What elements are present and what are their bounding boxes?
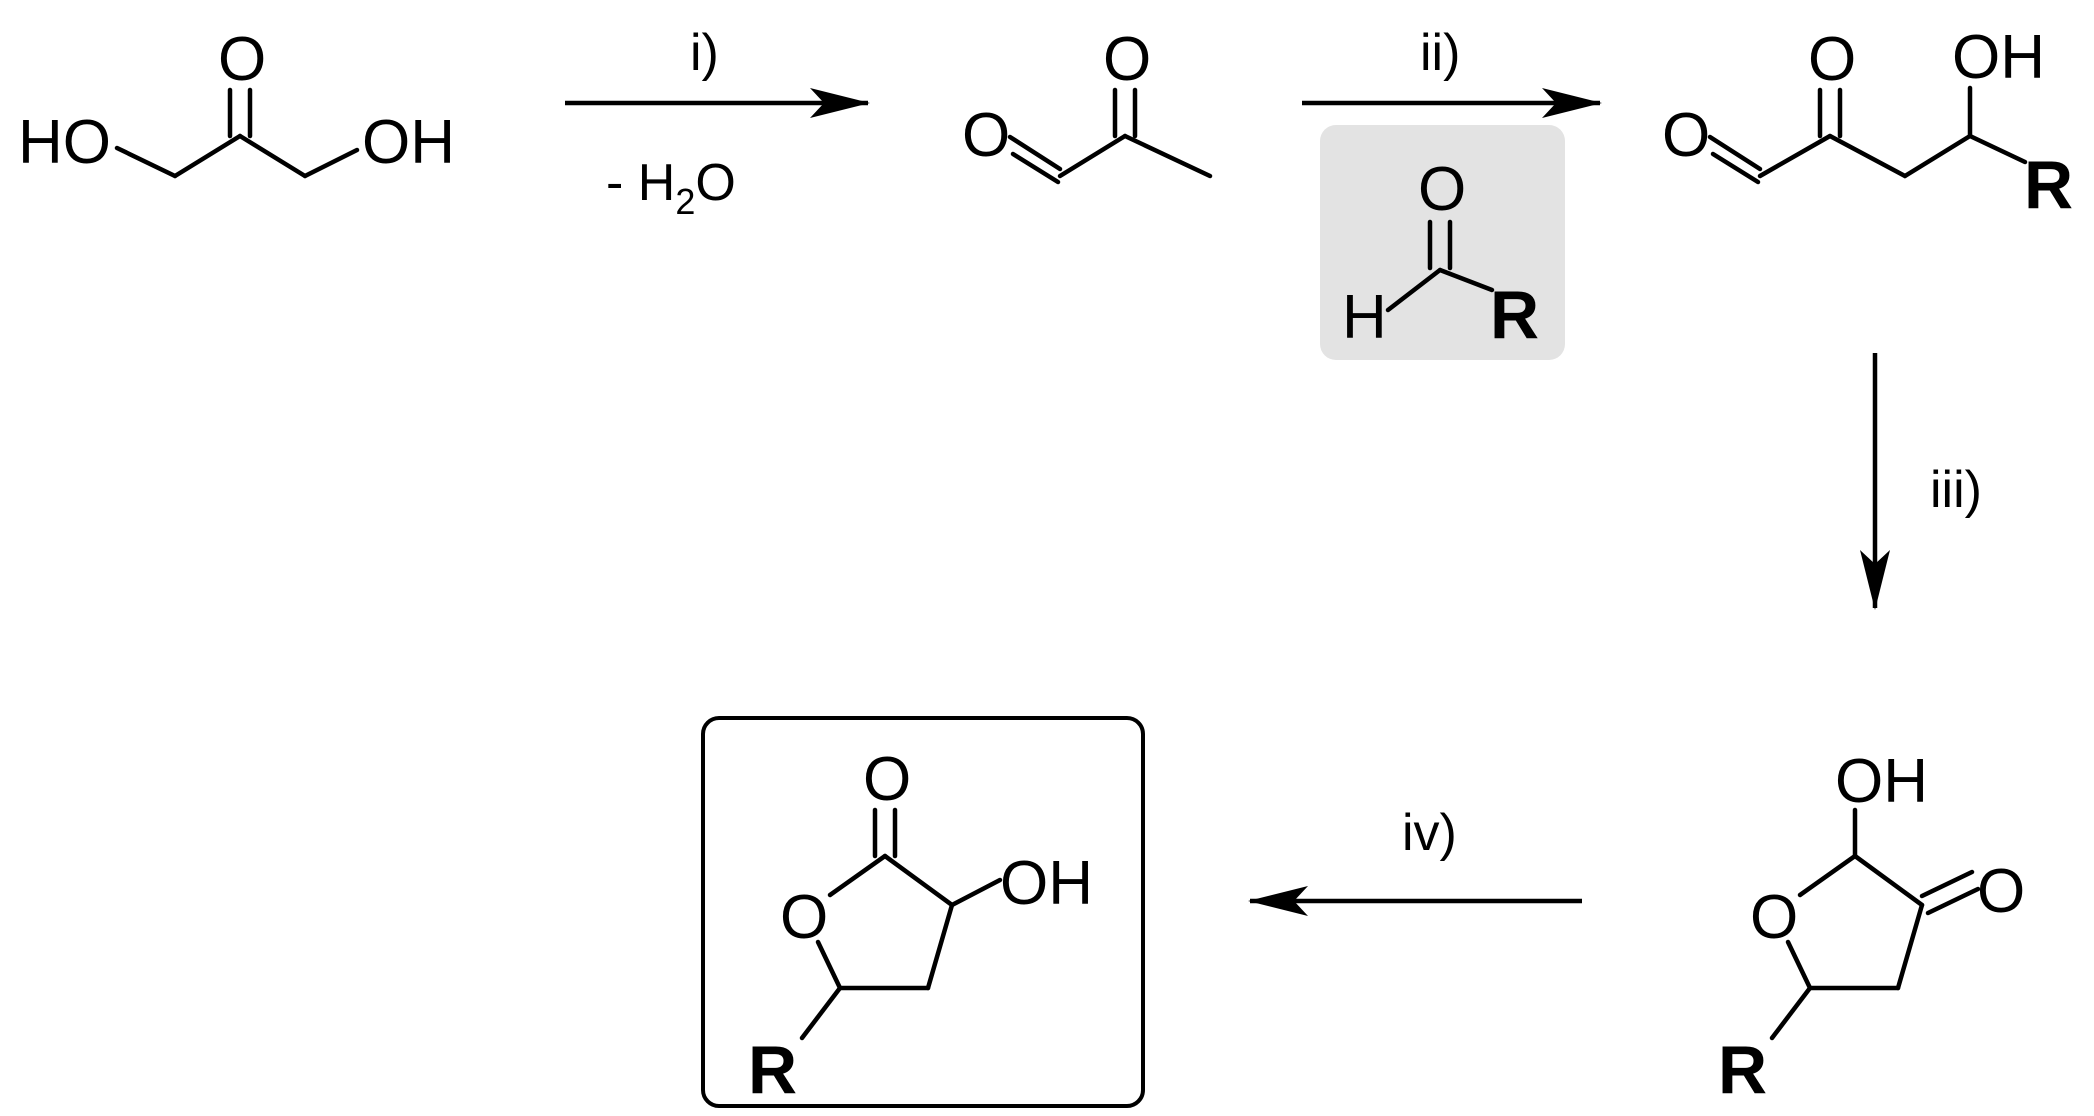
compound-dihydroxyacetone: HO O OH [18, 25, 455, 179]
bond [1827, 133, 1908, 179]
atom-o-ring: O [1750, 883, 1798, 952]
water-loss-suffix: O [695, 154, 735, 212]
bond [949, 877, 1003, 908]
r-group: R [2024, 147, 2073, 223]
bond-double [1007, 134, 1063, 172]
water-loss-prefix: - H [606, 154, 675, 212]
bond [1769, 985, 1813, 1041]
bond [114, 145, 178, 179]
bond [237, 133, 308, 179]
step-label-i: i) [690, 24, 719, 82]
atom-o-ring: O [780, 883, 828, 952]
bond [827, 853, 888, 898]
atom-o-ketone: O [1977, 857, 2025, 926]
compound-hemiacetal: O OH O R [1718, 747, 2025, 1108]
bond [815, 939, 843, 991]
bond [882, 853, 955, 908]
bond [1967, 133, 2028, 165]
bond [1852, 853, 1925, 908]
bond [302, 147, 360, 179]
atom-h: H [1342, 283, 1387, 352]
bond-double [1925, 886, 1981, 916]
atom-oh-right: OH [362, 108, 455, 177]
bond-double [1919, 869, 1975, 899]
atom-oh: OH [1835, 747, 1928, 816]
water-loss-subscript: 2 [675, 181, 695, 222]
bond [1122, 133, 1213, 179]
atom-o-ketone: O [1103, 25, 1151, 94]
step-label-iv: iv) [1402, 804, 1457, 862]
step-label-ii: ii) [1420, 24, 1460, 82]
atom-o: O [1418, 155, 1466, 224]
bond [1057, 133, 1128, 179]
bond-double [1010, 151, 1061, 185]
atom-o-ketone: O [1808, 25, 1856, 94]
atom-o-aldehyde: O [962, 101, 1010, 170]
bond [1757, 133, 1833, 179]
arrow-step-i: i) - H2O [565, 24, 870, 222]
bond [1902, 133, 1973, 179]
compound-methylglyoxal: O O [962, 25, 1213, 185]
product-box [701, 716, 1145, 1108]
bond-double [1710, 151, 1761, 185]
atom-oh: OH [1952, 23, 2045, 92]
atom-oh: OH [1000, 849, 1093, 918]
atom-ho-left: HO [18, 108, 111, 177]
bond-double [1707, 134, 1763, 172]
reagent-box [1320, 125, 1565, 360]
atom-o-carbonyl: O [863, 745, 911, 814]
r-group: R [1718, 1032, 1767, 1108]
atom-o-aldehyde: O [1662, 101, 1710, 170]
water-loss-label: - H2O [606, 154, 736, 222]
arrow-step-ii: ii) H O R [1302, 24, 1602, 360]
compound-aldol-product: O O OH R [1662, 23, 2073, 223]
r-group: R [1490, 277, 1539, 353]
r-group: R [748, 1032, 797, 1108]
bond [1437, 267, 1495, 293]
bond [1797, 853, 1858, 898]
reagent-aldehyde: H O R [1342, 155, 1539, 353]
compound-lactone-product: O O OH R [701, 716, 1145, 1108]
atom-o-carbonyl: O [218, 25, 266, 94]
step-label-iii: iii) [1930, 461, 1982, 519]
bond [172, 133, 243, 179]
bond [925, 902, 955, 991]
bond [1385, 267, 1443, 313]
bond [799, 985, 843, 1041]
bond [1785, 939, 1813, 991]
bond [1895, 902, 1925, 991]
arrow-step-iv: iv) [1248, 804, 1582, 916]
arrow-step-iii: iii) [1860, 353, 1982, 610]
